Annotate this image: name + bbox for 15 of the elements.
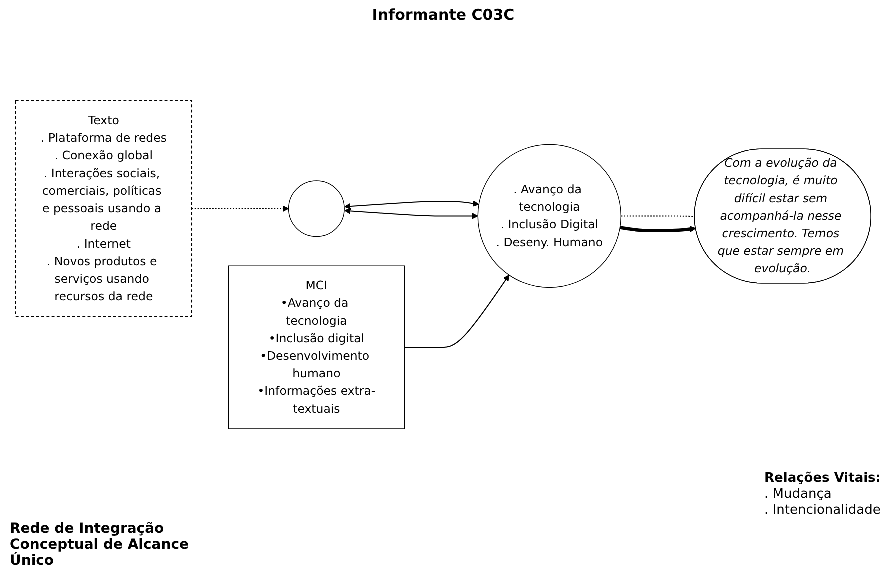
note-text: . Mudança xyxy=(764,487,833,502)
note-text: . Intencionalidade xyxy=(764,503,881,518)
arrow xyxy=(344,200,480,210)
node-circle xyxy=(288,180,345,238)
connector xyxy=(621,216,695,218)
node-circle: . Avanço da tecnologia . Inclusão Digital . Deseny. Humano xyxy=(478,144,622,288)
arrow xyxy=(620,226,696,233)
diagram-caption: Rede de Integração Conceptual de Alcance Único xyxy=(10,521,190,569)
diagram-title: Informante C03C xyxy=(371,6,516,24)
arrow xyxy=(192,206,290,212)
arrow xyxy=(344,208,478,220)
node-box: MCI •Avanço da tecnologia •Inclusão digital •Desenvolvimento humano •Informações extra-textuais xyxy=(228,266,406,430)
arrow xyxy=(404,274,510,348)
note-heading: Relações Vitais: xyxy=(764,471,881,486)
node-box: Texto . Plataforma de redes . Conexão global . Interações sociais, comerciais, políticas e pessoais usando a rede . Internet . Novos produtos e serviços usando recursos da rede xyxy=(15,100,193,318)
